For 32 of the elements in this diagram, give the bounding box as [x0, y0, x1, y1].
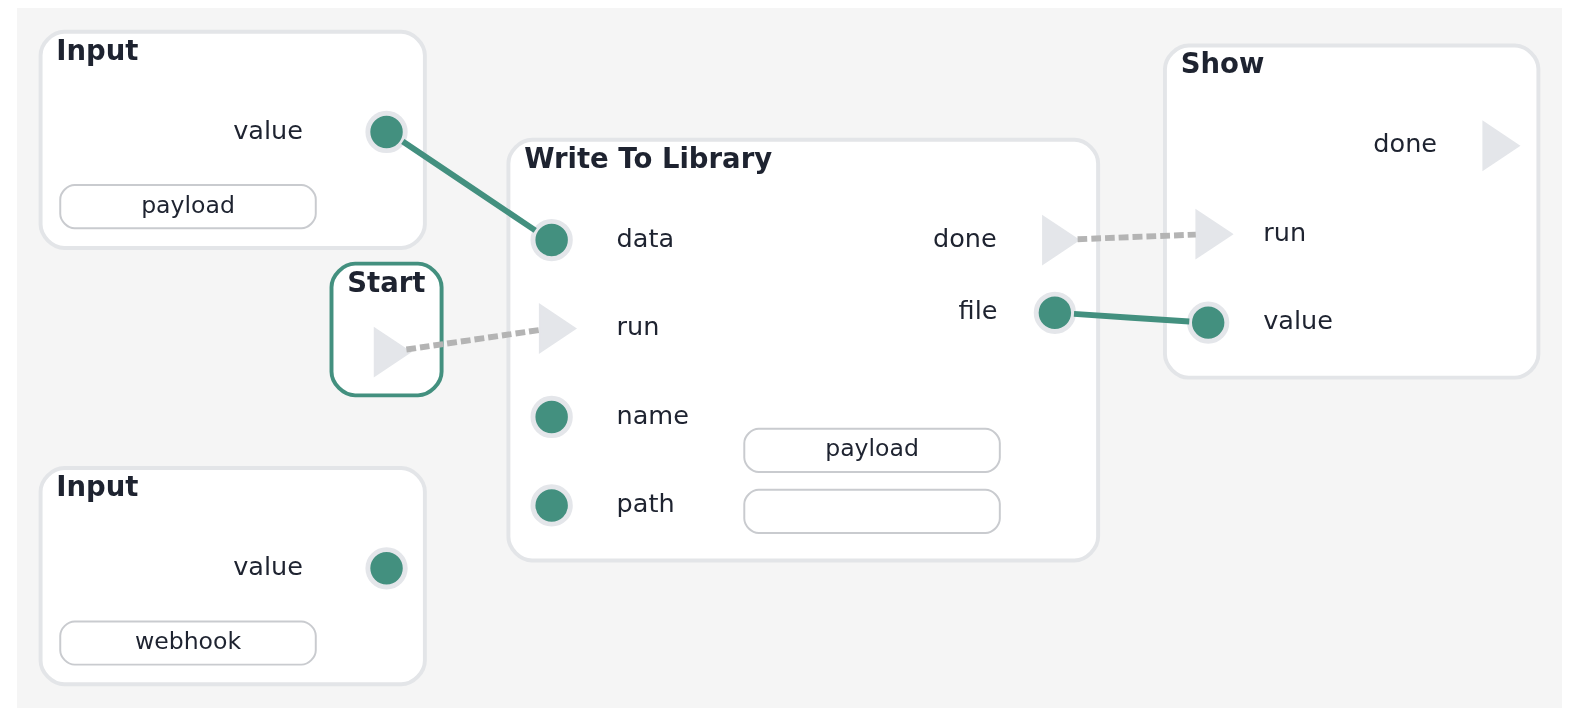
node-circle	[530, 484, 573, 527]
connector	[1077, 231, 1196, 243]
node-box: payload	[742, 427, 1001, 473]
node-circle	[1033, 291, 1076, 334]
connector	[1073, 310, 1189, 325]
node-label: value	[1262, 305, 1333, 336]
node-circle	[364, 110, 408, 154]
node-box: payload	[58, 184, 317, 230]
node-triangle	[1481, 120, 1521, 172]
node-label: value	[232, 551, 303, 582]
node-triangle	[373, 326, 412, 378]
connector	[405, 327, 540, 353]
node-box: webhook	[58, 620, 317, 666]
node-circle	[1186, 301, 1229, 344]
node-label: run	[616, 311, 659, 342]
node-circle	[364, 547, 408, 590]
node-label: path	[616, 488, 675, 519]
node-label: data	[616, 222, 674, 253]
node-label: done	[932, 222, 997, 253]
node-triangle	[1041, 214, 1080, 266]
node-triangle	[538, 303, 577, 354]
node-label: file	[958, 295, 997, 326]
cluster: Start	[329, 261, 444, 398]
connector	[400, 139, 537, 233]
node-label: done	[1372, 128, 1437, 159]
node-triangle	[1194, 208, 1234, 260]
node-label: run	[1262, 216, 1306, 247]
node-box	[742, 488, 1001, 534]
node-circle	[530, 218, 573, 262]
node-label: value	[232, 114, 303, 145]
node-circle	[530, 395, 573, 439]
node-label: name	[616, 399, 689, 430]
